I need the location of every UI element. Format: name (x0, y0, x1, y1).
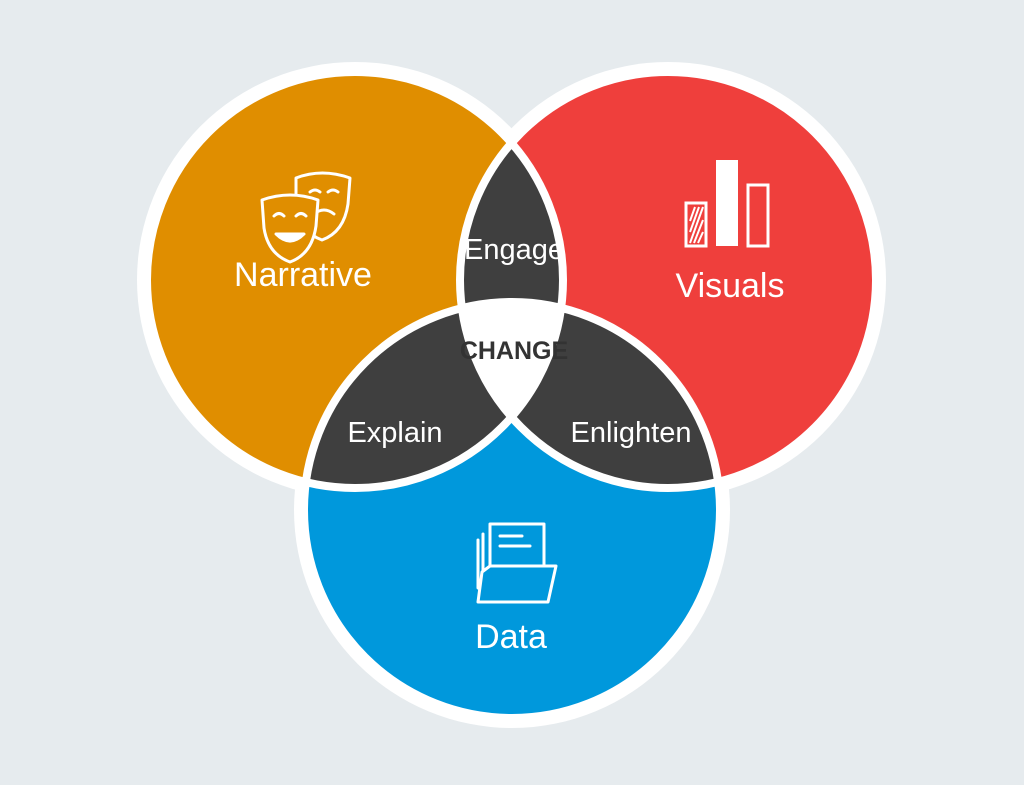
explain-overlap (304, 302, 563, 488)
visuals-label: Visuals (676, 267, 785, 305)
data-label: Data (475, 618, 547, 656)
document-folder-icon (476, 522, 558, 604)
theater-masks-icon (260, 171, 352, 264)
separator-lines (143, 68, 880, 722)
change-label: CHANGE (460, 337, 568, 365)
engage-label: Engage (464, 234, 564, 266)
bar-chart-icon (684, 160, 770, 248)
enlighten-overlap (460, 302, 720, 488)
narrative-label: Narrative (234, 256, 372, 294)
explain-label: Explain (347, 417, 442, 449)
enlighten-label: Enlighten (571, 417, 692, 449)
